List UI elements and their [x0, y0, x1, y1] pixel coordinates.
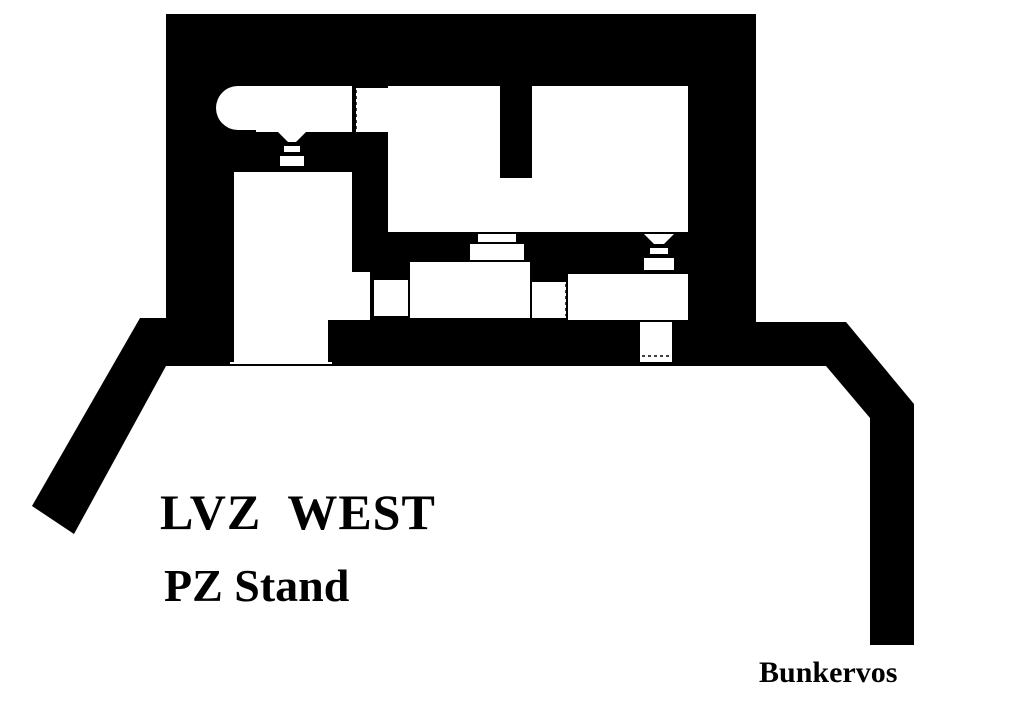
plan-subtitle: PZ Stand: [164, 560, 350, 611]
room-top-left-step: [256, 118, 352, 132]
plan-title: LVZ WEST: [160, 484, 436, 540]
room-bottom-right: [568, 274, 688, 320]
embrasure-center: [470, 234, 524, 260]
room-left-tall: [234, 172, 370, 362]
embrasure-right: [644, 234, 674, 270]
right-wing-wall: [756, 322, 914, 645]
room-large: [388, 86, 688, 232]
doorway-top: [356, 88, 388, 132]
left-wing-wall: [32, 318, 166, 534]
embrasure-top-left: [278, 132, 306, 166]
doorway-middle-left: [374, 280, 408, 316]
room-bottom-middle: [410, 262, 530, 318]
credit-label: Bunkervos: [759, 656, 898, 689]
rooms: [216, 86, 688, 364]
door-markers: [355, 90, 670, 357]
doorway-middle-right: [532, 282, 566, 318]
